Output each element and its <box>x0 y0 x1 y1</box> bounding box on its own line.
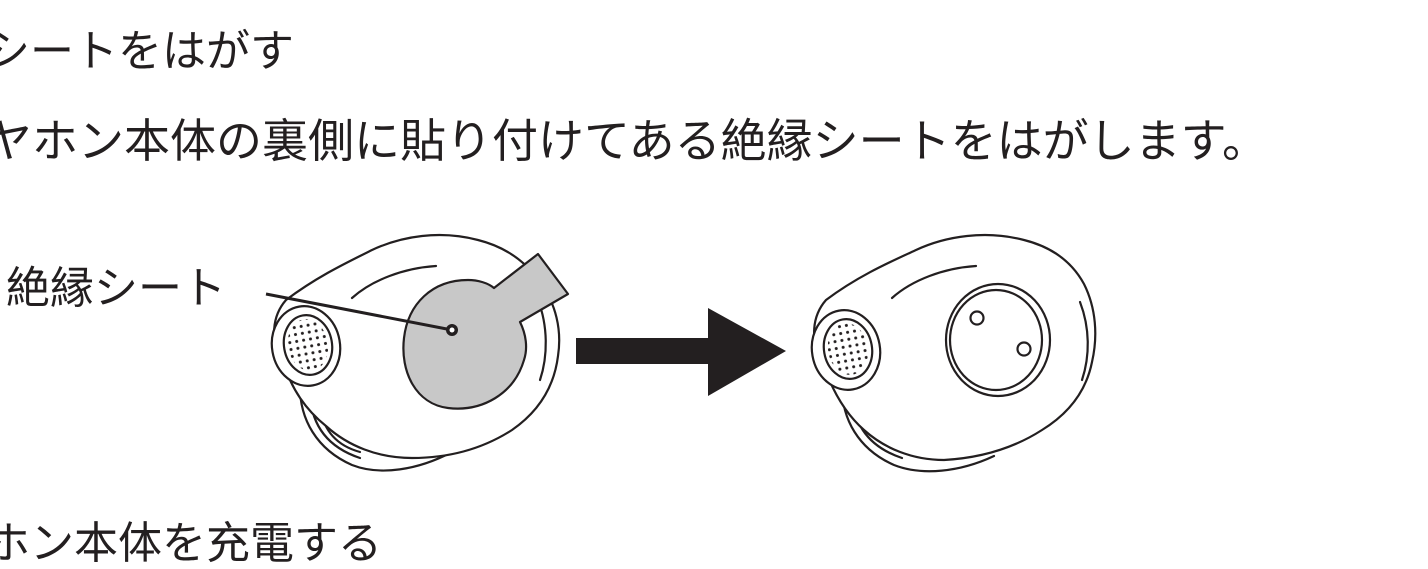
insulation-sheet <box>402 252 570 410</box>
right-arrow-icon <box>576 308 786 396</box>
charging-contact-bottom <box>1016 341 1032 357</box>
nozzle-mesh-right <box>827 323 869 375</box>
callout-leader-line <box>265 292 453 332</box>
earphone-illustration <box>265 233 1097 473</box>
insulation-sheet-callout-label: 絶縁シート <box>6 263 226 314</box>
instruction-text: ヤホン本体の裏側に貼り付けてある絶縁シートをはがします。 <box>0 114 1269 168</box>
nozzle-mesh <box>287 319 329 371</box>
section-heading: シートをはがす <box>0 26 294 77</box>
charging-contact-top <box>969 310 985 326</box>
next-section-heading: ホン本体を充電する <box>0 518 382 569</box>
charging-contact-ring <box>944 282 1052 398</box>
